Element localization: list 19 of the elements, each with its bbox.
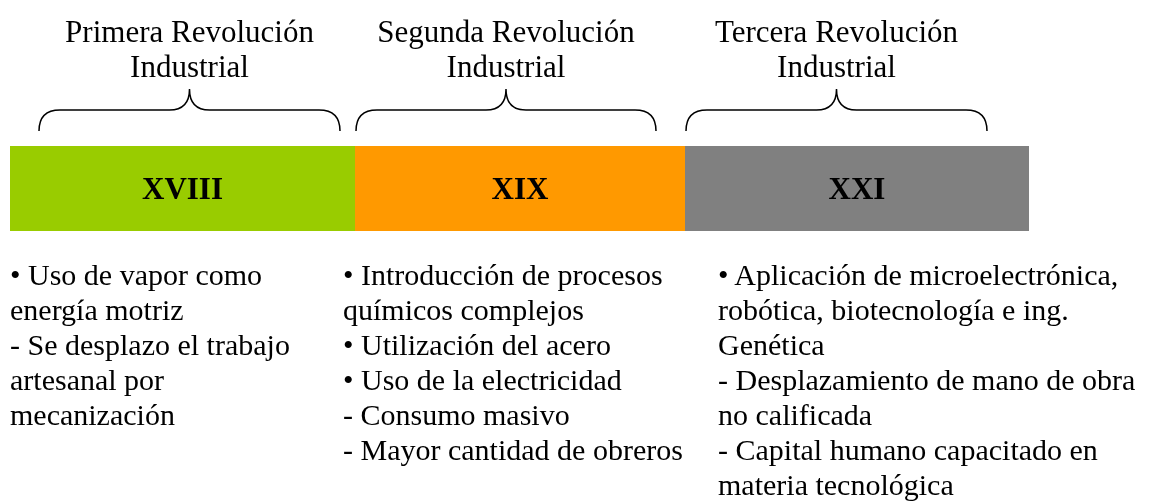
bullet-item: - Capital humano capacitado en materia tecnológica xyxy=(718,432,1099,502)
era-heading: Segunda Revolución Industrial xyxy=(376,14,636,84)
bullet-item: - Se desplazo el trabajo artesanal por mecanización xyxy=(10,327,291,432)
bullet-item: - Desplazamiento de mano de obra no calificada xyxy=(718,362,1137,432)
bullet-item: - Consumo masivo xyxy=(343,397,571,432)
century-bar xyxy=(355,146,685,231)
century-label: XVIII xyxy=(142,170,223,207)
century-label: XIX xyxy=(491,170,549,207)
bullet-item: • Utilización del acero xyxy=(343,327,612,362)
bullet-item: • Uso de la electricidad xyxy=(343,362,623,397)
era-heading: Tercera Revolución Industrial xyxy=(713,14,960,84)
bullet-item: - Mayor cantidad de obreros xyxy=(343,432,684,467)
century-bar xyxy=(10,146,355,231)
bullet-item: • Uso de vapor como energía motriz xyxy=(10,257,264,327)
bullet-item: • Aplicación de microelectrónica, robótica, biotecnología e ing. Genética xyxy=(718,257,1120,362)
era-heading: Primera Revolución Industrial xyxy=(64,14,315,84)
century-bar xyxy=(685,146,1029,231)
century-label: XXI xyxy=(828,170,886,207)
bullet-item: • Introducción de procesos químicos complejos xyxy=(343,257,664,327)
